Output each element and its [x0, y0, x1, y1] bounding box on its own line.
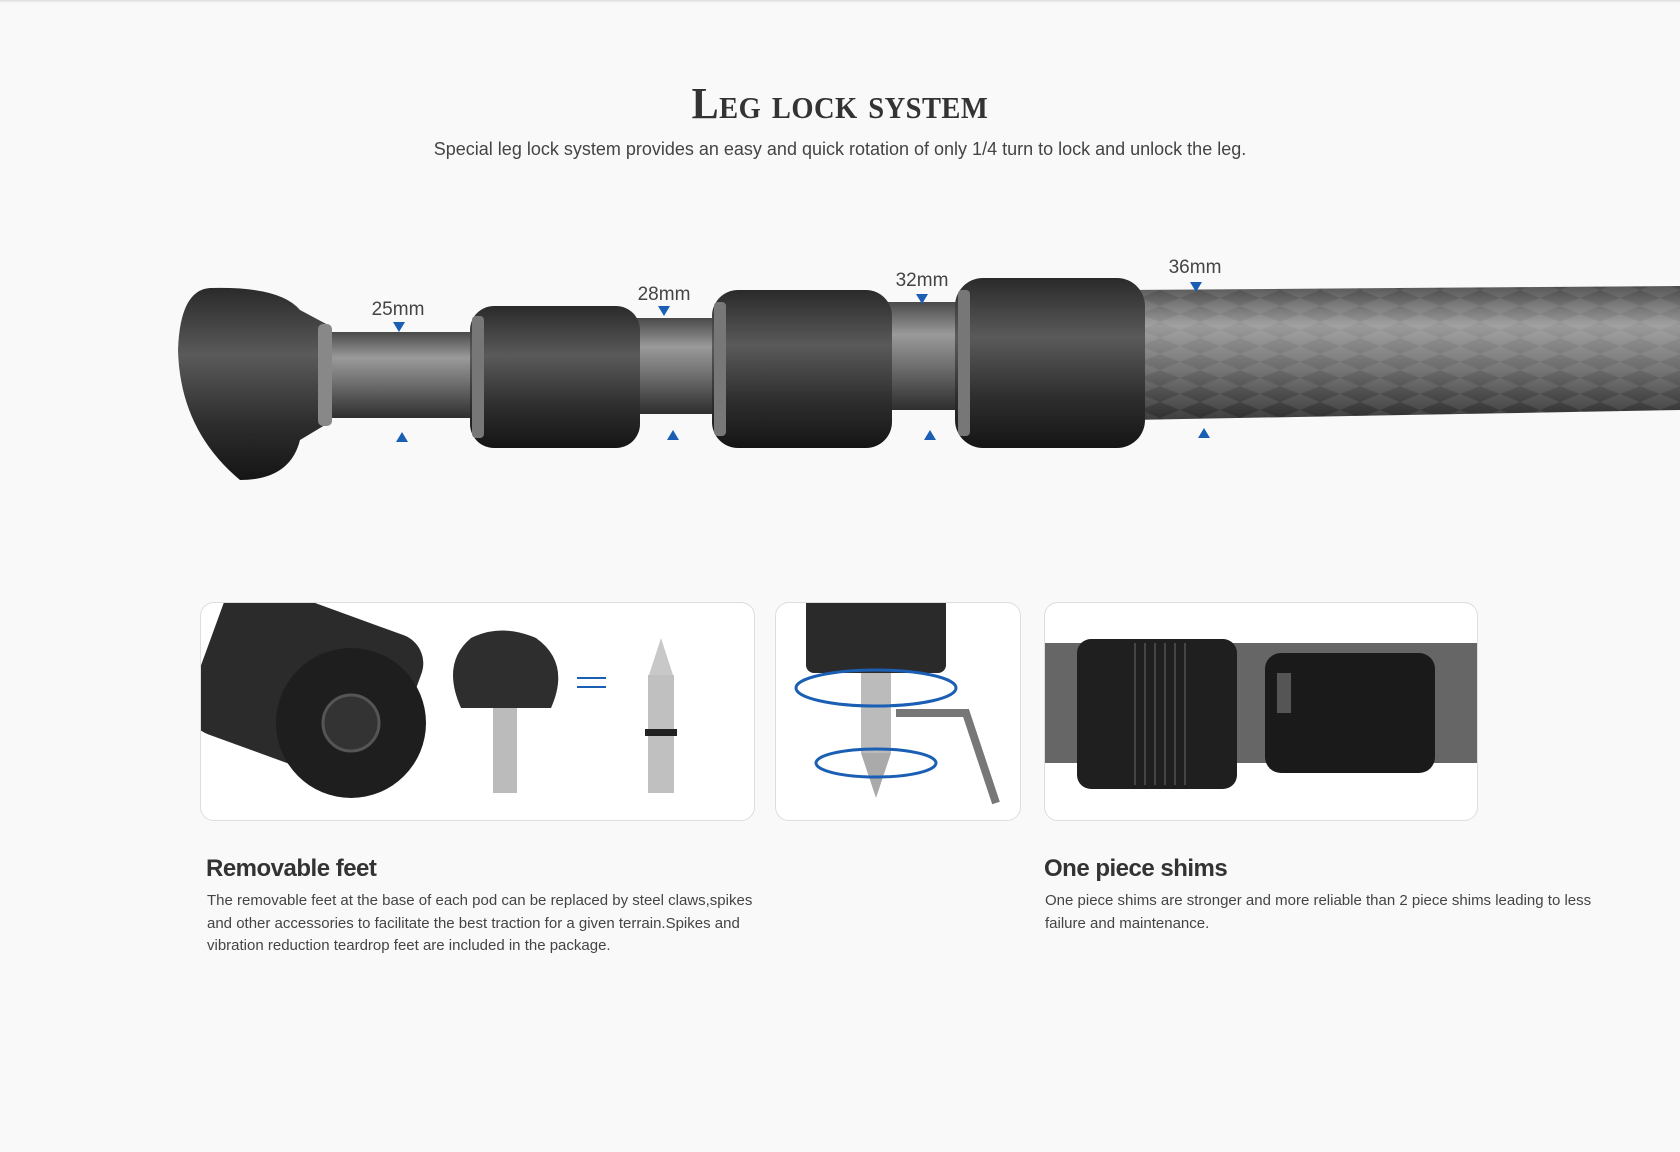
page-subtitle: Special leg lock system provides an easy… [433, 139, 1247, 159]
diameter-label-36mm: 36mm [1168, 257, 1222, 278]
arrow-down-icon [658, 306, 670, 316]
rubber-foot [178, 287, 330, 480]
arrow-up-icon [667, 430, 679, 440]
leg-lock-collar [955, 278, 1145, 448]
arrow-down-icon [1190, 282, 1202, 292]
spike-install-image [775, 602, 1021, 821]
feature-text-removable-feet: The removable feet at the base of each p… [207, 892, 753, 954]
removable-feet-image [200, 602, 755, 821]
arrow-down-icon [916, 294, 928, 304]
tripod-leg-diagram: 25mm 28mm 32mm 36mm [0, 250, 1680, 490]
feature-text-one-piece-shims: One piece shims are stronger and more re… [1045, 892, 1592, 932]
arrow-up-icon [396, 432, 408, 442]
feature-title-removable-feet: Removable feet [206, 855, 377, 882]
diameter-label-28mm: 28mm [637, 284, 691, 305]
arrow-up-icon [1198, 428, 1210, 438]
leg-lock-collar [470, 306, 640, 448]
diameter-label-32mm: 32mm [895, 270, 949, 291]
one-piece-shims-image [1044, 602, 1478, 821]
feature-title-one-piece-shims: One piece shims [1044, 855, 1228, 882]
leg-lock-collar [712, 290, 892, 448]
top-divider [0, 0, 1680, 3]
arrow-up-icon [924, 430, 936, 440]
diameter-label-25mm: 25mm [371, 299, 425, 320]
page-title: Leg lock system [691, 79, 989, 128]
arrow-down-icon [393, 322, 405, 332]
